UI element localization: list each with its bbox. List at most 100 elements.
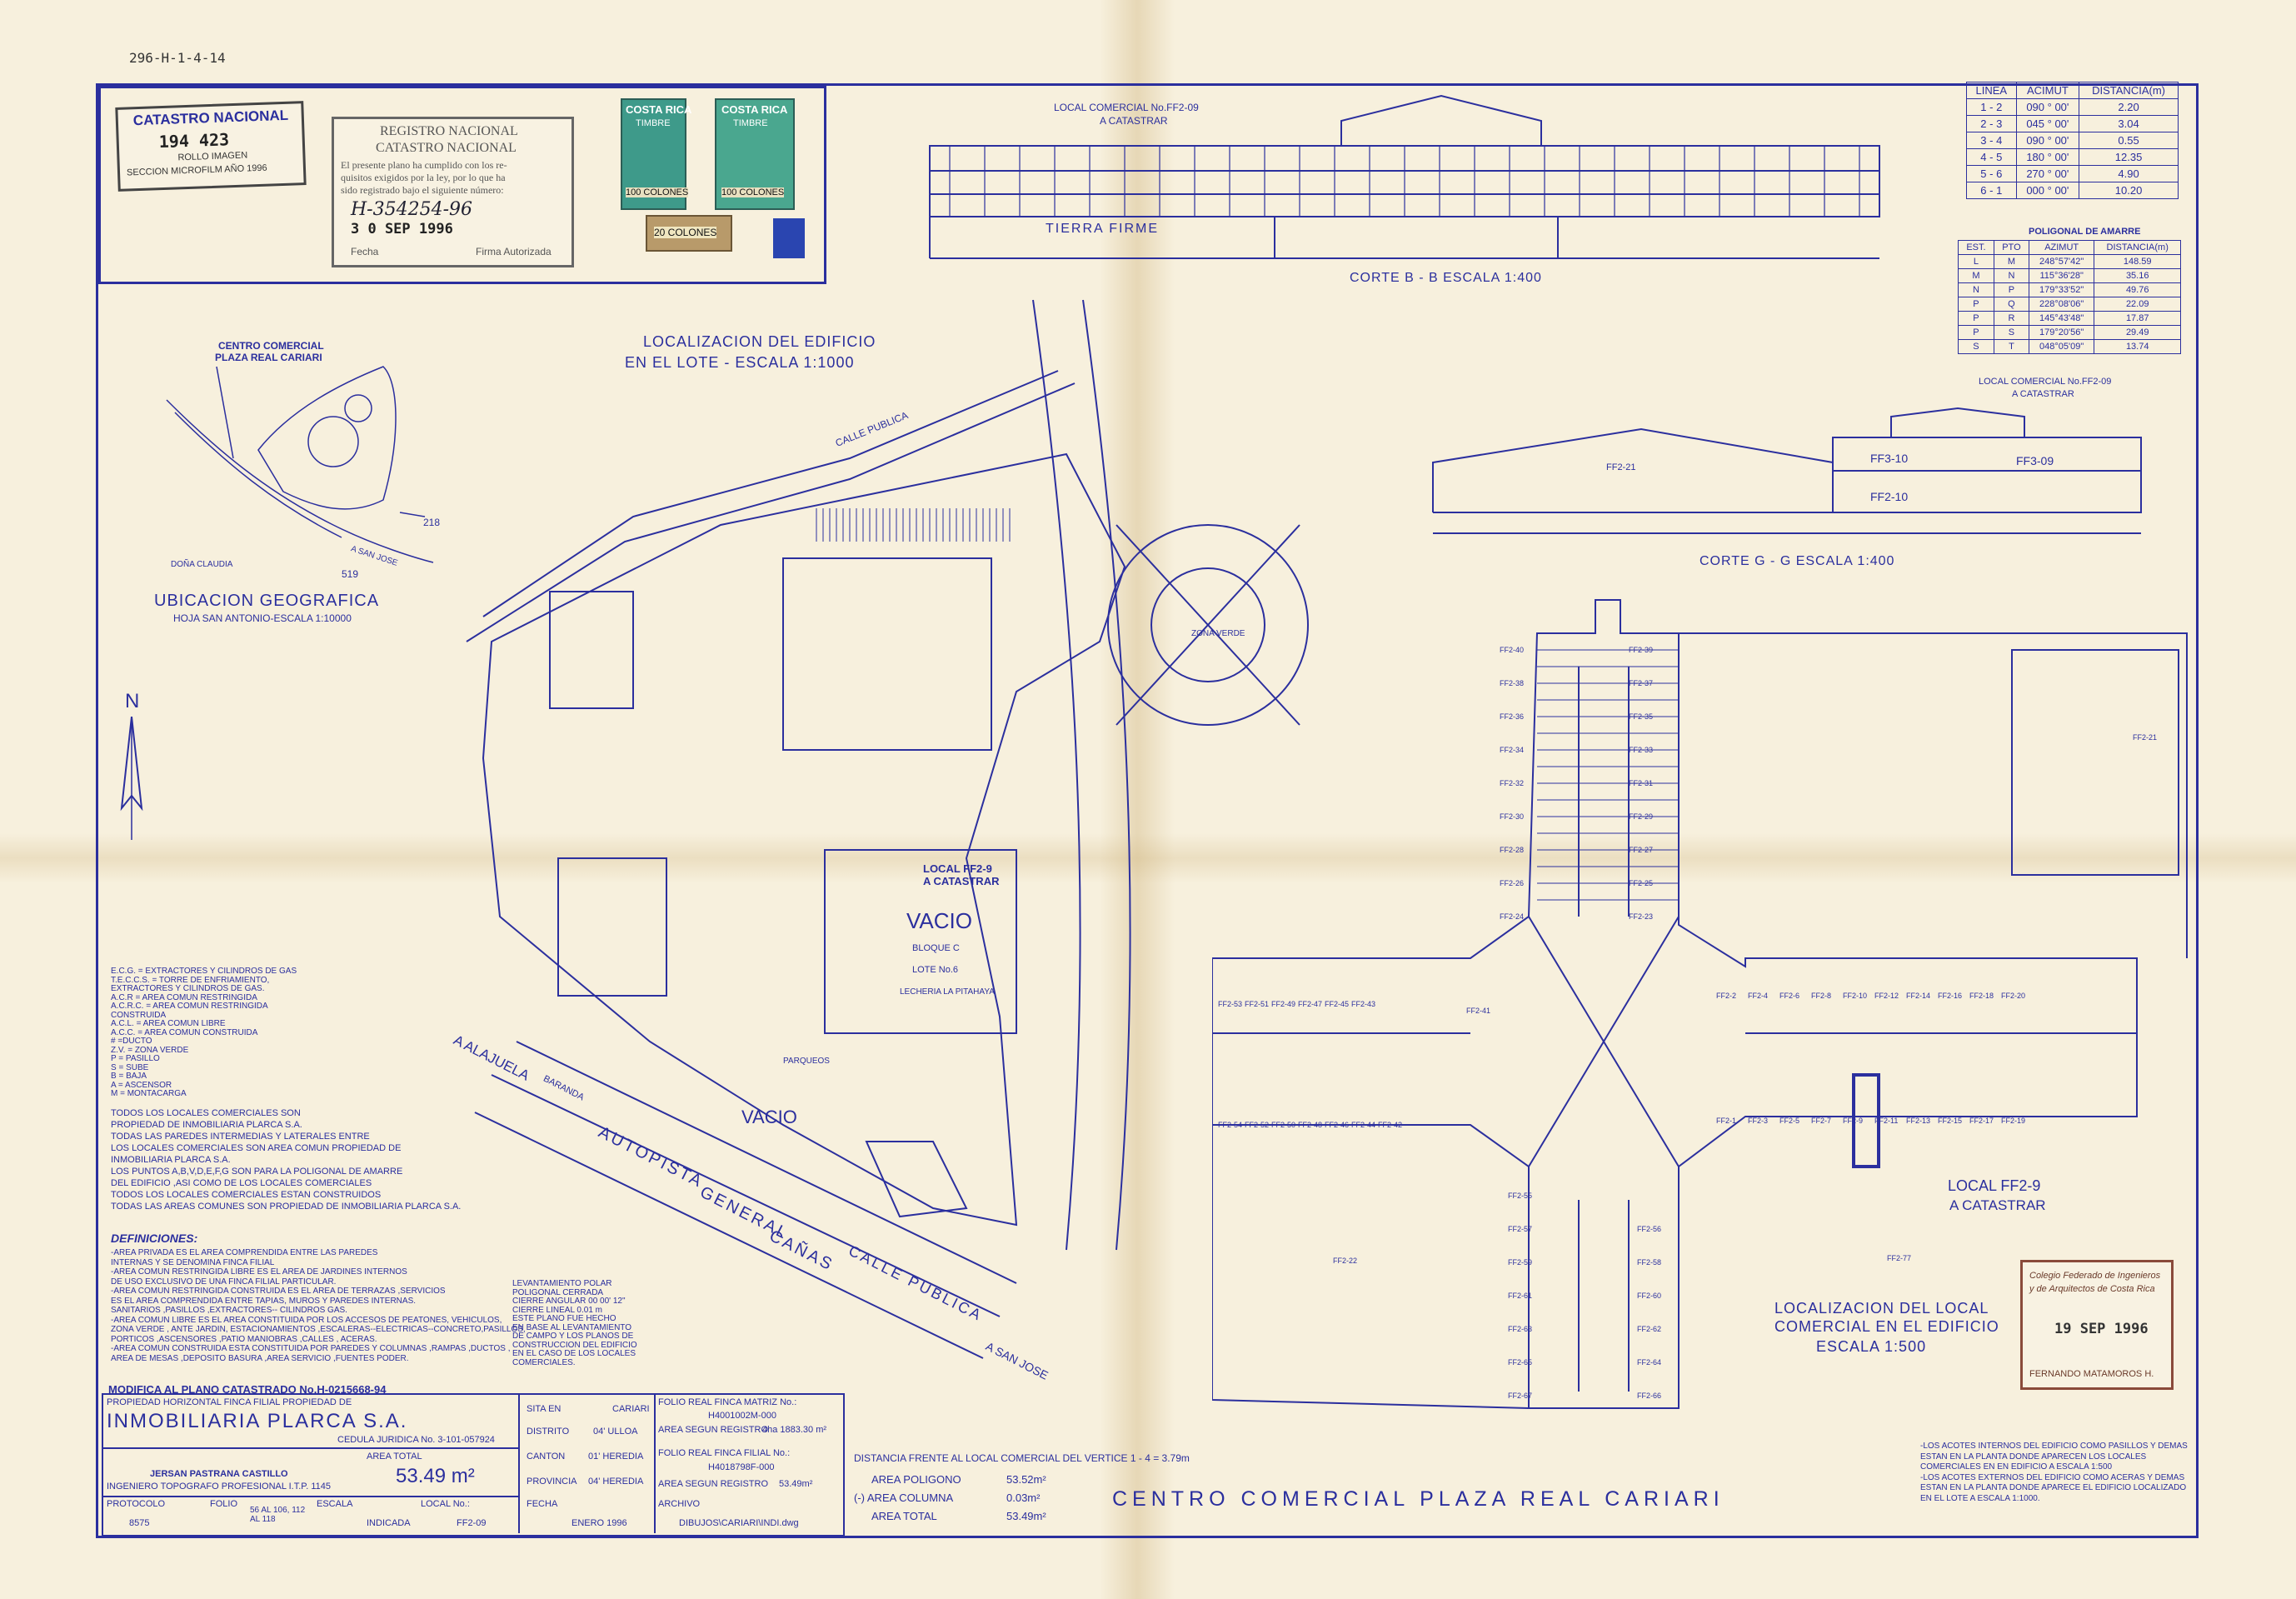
note-line: TODAS LAS AREAS COMUNES SON PROPIEDAD DE… (111, 1202, 462, 1212)
poligonal-cell: 179°33'52" (2028, 282, 2095, 297)
poligonal-header: DISTANCIA(m) (2094, 240, 2181, 255)
legend-line: CONSTRUIDA (111, 1010, 167, 1020)
floor-title1: LOCALIZACION DEL LOCAL (1774, 1300, 1989, 1317)
registro-stamp-body3: sido registrado bajo el siguiente número… (341, 184, 504, 196)
legend-line: T.E.C.C.S. = TORRE DE ENFRIAMIENTO, (111, 975, 270, 985)
unit-label: FF2-16 (1938, 992, 1963, 1000)
title-engineer: JERSAN PASTRANA CASTILLO (150, 1469, 288, 1479)
unit-label: FF2-8 (1811, 992, 1832, 1000)
title-escala-label: ESCALA (317, 1499, 353, 1509)
poligonal-cell: P (1958, 297, 1994, 312)
levantamiento-line: ESTE PLANO FUE HECHO (512, 1314, 616, 1323)
unit-label: FF2-53 (1218, 1000, 1243, 1008)
title-fecha: ENERO 1996 (572, 1518, 627, 1528)
levantamiento-line: POLIGONAL CERRADA (512, 1287, 604, 1297)
poligonal-cell: 179°20'56" (2028, 325, 2095, 340)
unit-label: FF2-59 (1508, 1258, 1533, 1267)
title-canton-label: CANTON (527, 1452, 566, 1462)
unit-label: FF2-26 (1500, 879, 1525, 887)
registro-stamp-title1: REGISTRO NACIONAL (380, 124, 518, 138)
unit-label: FF2-65 (1508, 1358, 1533, 1367)
fiscal-stamp-2-value: 100 COLONES (721, 187, 785, 197)
unit-label: FF2-38 (1500, 679, 1525, 687)
legend-line: S = SUBE (111, 1062, 149, 1072)
unit-label: FF2-13 (1906, 1117, 1931, 1125)
unit-label: FF2-35 (1629, 712, 1654, 721)
lines-table-cell: 4 - 5 (1966, 148, 2017, 166)
poligonal-cell: 148.59 (2094, 254, 2181, 269)
title-escala: INDICADA (367, 1518, 411, 1528)
fiscal-stamp-1-country: COSTA RICA (626, 103, 692, 116)
definition-line: -AREA COMUN LIBRE ES EL AREA CONSTITUIDA… (111, 1315, 502, 1325)
unit-label: FF2-1 (1716, 1117, 1737, 1125)
unit-label: FF2-12 (1874, 992, 1899, 1000)
title-local-no-label: LOCAL No.: (421, 1499, 470, 1509)
poligonal-cell: P (1958, 311, 1994, 326)
unit-label: FF2-17 (1969, 1117, 1994, 1125)
title-fecha-label: FECHA (527, 1499, 558, 1509)
site-plan-title1: LOCALIZACION DEL EDIFICIO (643, 333, 876, 350)
ubicacion-title: UBICACION GEOGRAFICA (154, 592, 380, 610)
area-columna-label: (-) AREA COLUMNA (854, 1492, 954, 1504)
unit-label: FF2-46 (1325, 1121, 1350, 1129)
definition-line: ES EL AREA COMPRENDIDA ENTRE TAPIAS, MUR… (111, 1296, 417, 1306)
unit-label: FF2-60 (1637, 1292, 1662, 1300)
stamp-panel (98, 86, 826, 284)
unit-label: FF2-6 (1779, 992, 1800, 1000)
fiscal-stamp-2-country: COSTA RICA (721, 103, 788, 116)
title-divider-1 (102, 1447, 518, 1449)
title-engineer-title: INGENIERO TOPOGRAFO PROFESIONAL I.T.P. 1… (107, 1482, 331, 1492)
unit-label: FF2-36 (1500, 712, 1525, 721)
legend-line: P = PASILLO (111, 1054, 160, 1063)
legend-line: EXTRACTORES Y CILINDROS DE GAS. (111, 984, 265, 993)
lines-table-cell: 3 - 4 (1966, 132, 2017, 149)
fiscal-stamp-3: 20 COLONES (646, 215, 732, 252)
unit-label: FF2-31 (1629, 779, 1654, 787)
unit-label: FF2-15 (1938, 1117, 1963, 1125)
section-bb-top-title: LOCAL COMERCIAL No.FF2-09 (1054, 102, 1199, 113)
poligonal-cell: N (1993, 268, 2029, 283)
fiscal-stamp-2-timbre: TIMBRE (733, 118, 768, 128)
catastro-stamp-title: CATASTRO NACIONAL (132, 107, 289, 129)
unit-label: FF2-67 (1508, 1392, 1533, 1400)
definition-line: -AREA COMUN RESTRINGIDA CONSTRUIDA ES EL… (111, 1287, 446, 1296)
title-area-total-label: AREA TOTAL (367, 1452, 422, 1462)
engineer-stamp-date: 19 SEP 1996 (2054, 1321, 2149, 1337)
poligonal-cell: 17.87 (2094, 311, 2181, 326)
area-total-value: 53.49m² (1006, 1510, 1046, 1522)
unit-label: FF2-54 (1218, 1121, 1243, 1129)
area-columna-value: 0.03m² (1006, 1492, 1041, 1504)
title-provincia-label: PROVINCIA (527, 1477, 577, 1487)
unit-label: FF2-58 (1637, 1258, 1662, 1267)
poligonal-header: EST. (1958, 240, 1994, 255)
title-protocolo-label: PROTOCOLO (107, 1499, 166, 1509)
poligonal-cell: R (1993, 311, 2029, 326)
unit-label: FF2-56 (1637, 1225, 1662, 1233)
unit-label: FF2-37 (1629, 679, 1654, 687)
site-local-label: LOCAL FF2-9 (923, 862, 992, 875)
title-sita: CARIARI (612, 1404, 650, 1414)
poligonal-cell: M (1993, 254, 2029, 269)
bottom-right-note-line: -LOS ACOTES INTERNOS DEL EDIFICIO COMO P… (1920, 1442, 2188, 1451)
unit-label: FF2-64 (1637, 1358, 1662, 1367)
definition-line: PORTICOS ,ASCENSORES ,PATIO MANIOBRAS ,C… (111, 1334, 377, 1344)
title-divider-4 (654, 1393, 656, 1533)
unit-label: FF2-22 (1333, 1257, 1358, 1265)
poligonal-cell: P (1958, 325, 1994, 340)
section-gg-drawing (1432, 407, 2142, 534)
unit-label: FF2-43 (1351, 1000, 1376, 1008)
poligonal-cell: 248°57'42" (2028, 254, 2095, 269)
area-total-label: AREA TOTAL (871, 1510, 937, 1522)
site-parqueos: PARQUEOS (783, 1057, 830, 1066)
ubicacion-top1: CENTRO COMERCIAL (218, 340, 324, 352)
bottom-right-note-line: ESTAN EN LA PLANTA DONDE APARECEN LOS LO… (1920, 1452, 2147, 1462)
poligonal-title: POLIGONAL DE AMARRE (2029, 227, 2141, 237)
legend-line: Z.V. = ZONA VERDE (111, 1045, 189, 1055)
registro-stamp-body2: quisitos exigidos por la ley, por lo que… (341, 172, 506, 183)
section-gg-caption: CORTE G - G ESCALA 1:400 (1700, 554, 1895, 568)
